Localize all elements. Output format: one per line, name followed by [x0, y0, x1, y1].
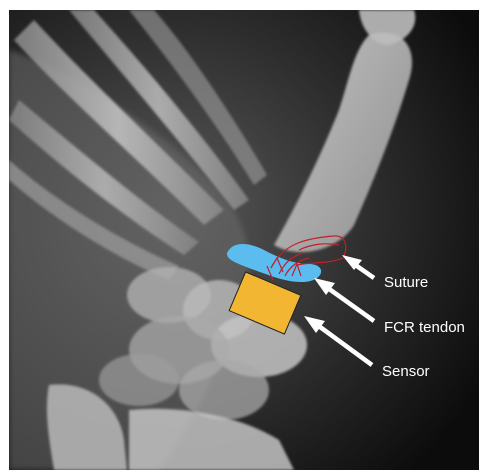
suture-label: Suture: [384, 274, 428, 291]
fcr-tendon-label: FCR tendon: [384, 319, 465, 336]
xray-image: Suture FCR tendon Sensor: [9, 10, 479, 470]
sensor-label: Sensor: [382, 363, 430, 380]
